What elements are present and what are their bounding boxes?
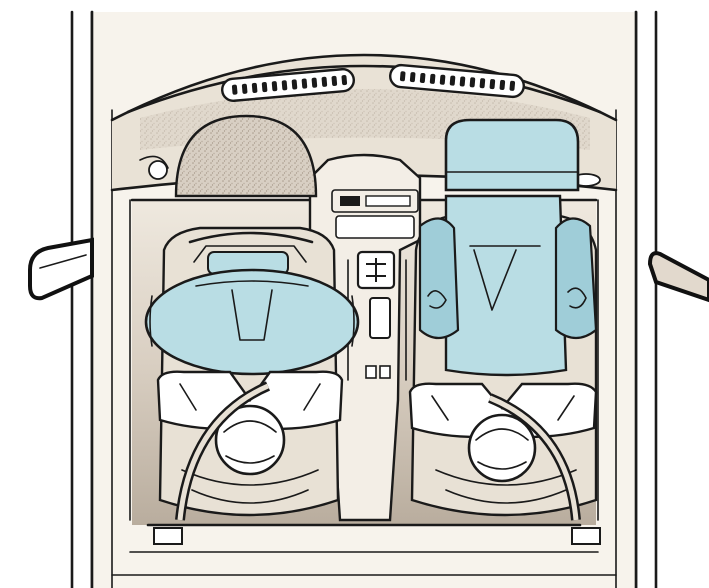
passenger-front-airbag — [446, 120, 578, 190]
gear-shifter-icon — [358, 252, 394, 288]
passenger-side-airbag-left — [420, 218, 458, 338]
passenger-torso-airbag — [446, 196, 566, 375]
driver-front-airbag — [146, 270, 358, 374]
passenger-side-airbag-right — [556, 218, 596, 338]
